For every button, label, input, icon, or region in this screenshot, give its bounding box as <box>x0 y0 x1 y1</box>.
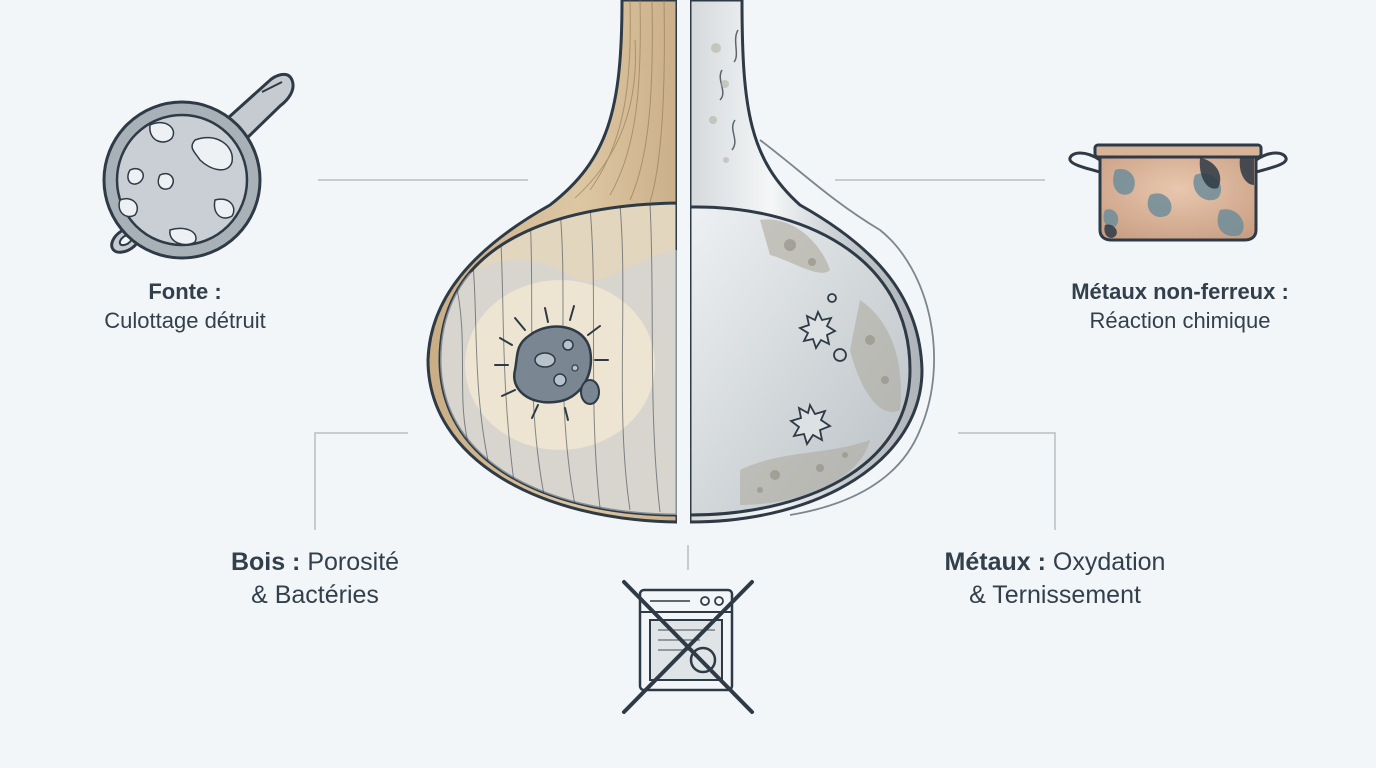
label-non-ferreux-text: Réaction chimique <box>1010 307 1350 336</box>
cast-iron-skillet-icon <box>104 74 293 258</box>
leader-line-bois <box>315 433 408 530</box>
spoon-illustration <box>428 0 934 524</box>
metal-half <box>690 0 934 522</box>
label-fonte: Fonte : Culottage détruit <box>60 278 310 335</box>
label-bois-text2: & Bactéries <box>190 579 440 612</box>
label-metaux-text2: & Ternissement <box>905 579 1205 612</box>
label-non-ferreux: Métaux non-ferreux : Réaction chimique <box>1010 278 1350 335</box>
copper-pot-icon <box>1070 145 1286 240</box>
label-bois-title: Bois : <box>231 548 300 576</box>
label-fonte-title: Fonte : <box>60 278 310 307</box>
label-metaux: Métaux : Oxydation & Ternissement <box>905 546 1205 611</box>
crossed-out-dishwasher-icon <box>624 582 752 712</box>
wood-half <box>428 0 677 522</box>
label-fonte-text: Culottage détruit <box>60 307 310 336</box>
leader-line-metaux <box>958 433 1055 530</box>
label-non-ferreux-title: Métaux non-ferreux : <box>1010 278 1350 307</box>
label-metaux-text1: Oxydation <box>1053 548 1166 576</box>
label-bois-text1: Porosité <box>307 548 399 576</box>
label-bois: Bois : Porosité & Bactéries <box>190 546 440 611</box>
label-metaux-title: Métaux : <box>945 548 1046 576</box>
